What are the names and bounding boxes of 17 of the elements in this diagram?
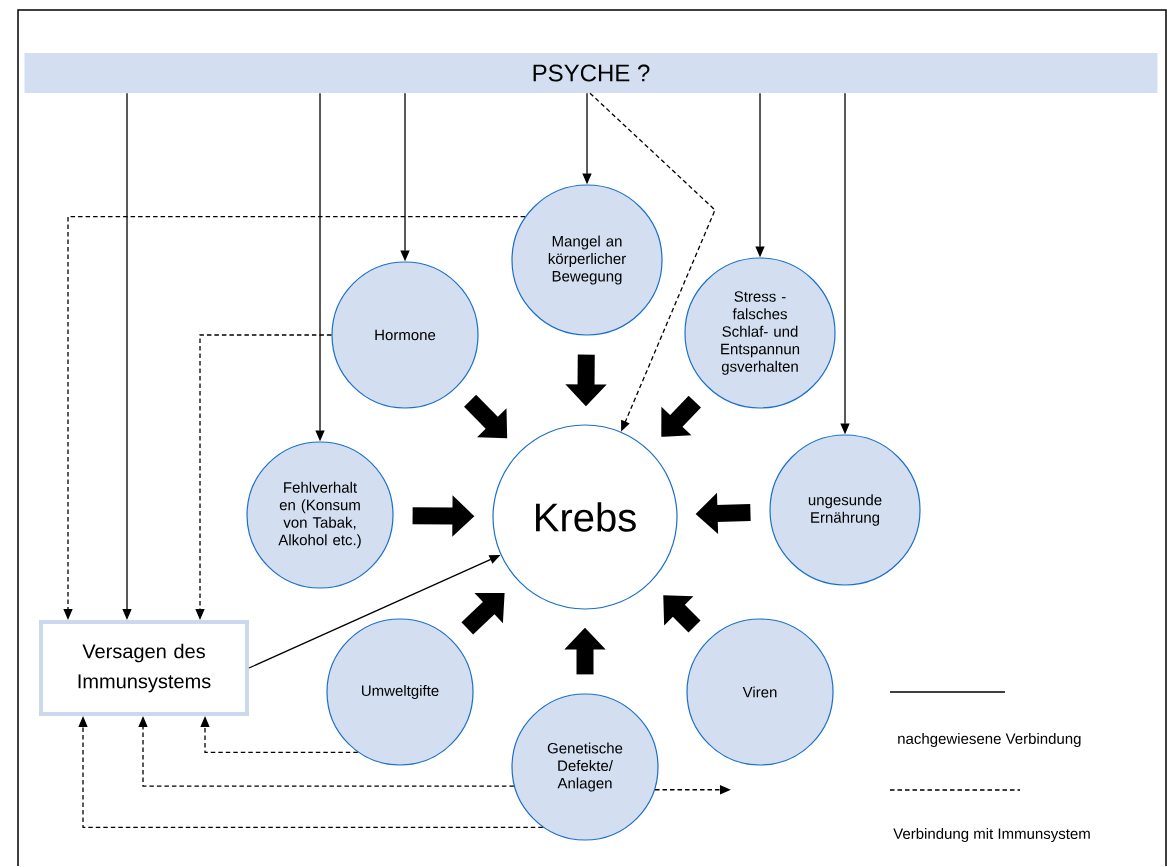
block-arrow (663, 595, 701, 633)
banner-band: PSYCHE ? (24, 53, 1158, 93)
legend-text: nachgewiesene Verbindung (898, 733, 1081, 747)
block-arrow (461, 593, 505, 635)
circle-node: Viren (686, 618, 834, 766)
circle-node: Fehlverhalt en (Konsum von Tabak, Alkohol etc.) (246, 441, 394, 589)
circle-node: Umweltgifte (326, 618, 474, 766)
circle-node: ungesunde Ernährung (769, 434, 921, 586)
circle-node: Hormone (331, 261, 479, 409)
circle-node: Genetische Defekte/ Anlagen (511, 693, 659, 841)
block-arrow (464, 394, 508, 439)
circle-node: Mangel an körperlicher Bewegung (511, 184, 663, 336)
legend-text: Verbindung mit Immunsystem (893, 828, 1090, 842)
circle-node: Krebs (492, 424, 678, 610)
circle-node: Stress - falsches Schlaf- und Entspannun gsverhalten (684, 257, 836, 409)
block-arrow (661, 395, 701, 437)
process-box: Versagen des Immunsystems (39, 620, 249, 716)
